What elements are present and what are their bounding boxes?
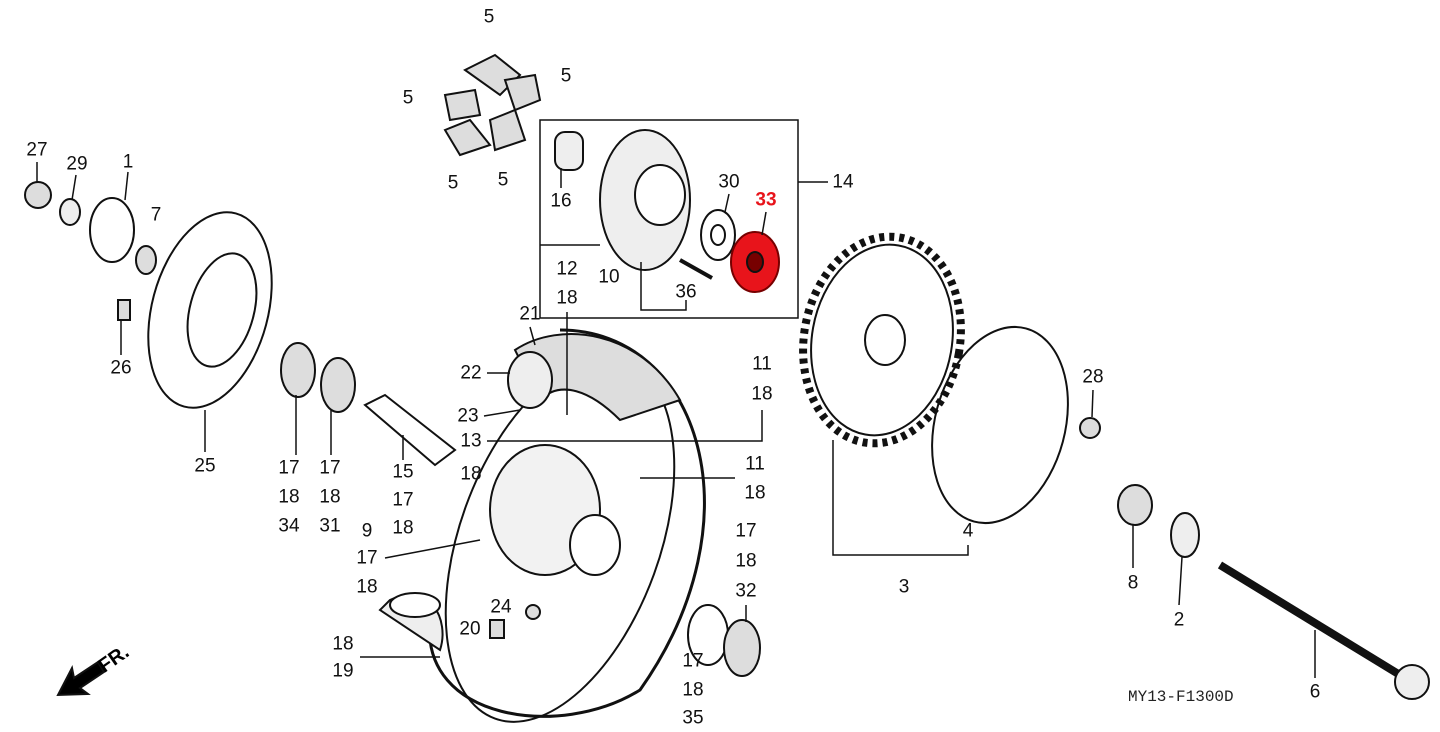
callout-36: 36 <box>675 281 697 303</box>
callout-18: 18 <box>751 383 773 405</box>
callout-32: 32 <box>735 580 757 602</box>
driven-flange <box>554 129 736 280</box>
callout-17: 17 <box>392 489 414 511</box>
callout-2: 2 <box>1173 609 1185 631</box>
callout-18: 18 <box>319 486 341 508</box>
callout-27: 27 <box>26 139 48 161</box>
leader-lines <box>36 162 1316 678</box>
callout-11: 11 <box>745 453 765 475</box>
callout-18: 18 <box>735 550 757 572</box>
callout-8: 8 <box>1127 572 1139 594</box>
left-side-parts <box>24 181 457 467</box>
callout-18: 18 <box>332 633 354 655</box>
callout-1: 1 <box>122 151 134 173</box>
callout-18: 18 <box>356 576 378 598</box>
callout-28: 28 <box>1082 366 1104 388</box>
callout-26: 26 <box>110 357 132 379</box>
o-ring <box>931 325 1069 525</box>
callout-30: 30 <box>718 171 740 193</box>
callout-18: 18 <box>744 482 766 504</box>
callout-17: 17 <box>735 520 757 542</box>
callout-33-highlighted[interactable]: 33 <box>755 189 777 211</box>
callout-18: 18 <box>556 287 578 309</box>
rear-wheel <box>378 328 761 723</box>
callout-9: 9 <box>361 520 373 542</box>
driven-sprocket <box>799 232 965 448</box>
highlighted-part-33 <box>730 231 780 293</box>
callout-35: 35 <box>682 707 704 729</box>
callout-20: 20 <box>459 618 481 640</box>
callout-18: 18 <box>682 679 704 701</box>
callout-18: 18 <box>278 486 300 508</box>
callout-19: 19 <box>332 660 354 682</box>
callout-5: 5 <box>402 87 414 109</box>
right-side-parts <box>1079 417 1430 700</box>
callout-11: 11 <box>752 353 772 375</box>
callout-17: 17 <box>682 650 704 672</box>
callout-25: 25 <box>194 455 216 477</box>
front-arrow-icon <box>56 660 106 697</box>
callout-6: 6 <box>1309 681 1321 703</box>
callout-5: 5 <box>497 169 509 191</box>
callout-7: 7 <box>150 204 162 226</box>
callout-10: 10 <box>598 266 620 288</box>
callout-13: 13 <box>460 430 482 452</box>
callout-17: 17 <box>319 457 341 479</box>
callout-17: 17 <box>356 547 378 569</box>
callout-5: 5 <box>560 65 572 87</box>
callout-23: 23 <box>457 405 479 427</box>
callout-24: 24 <box>490 596 512 618</box>
callout-3: 3 <box>898 576 910 598</box>
callout-22: 22 <box>460 362 482 384</box>
callout-14: 14 <box>832 171 854 193</box>
callout-15: 15 <box>392 461 414 483</box>
callout-17: 17 <box>278 457 300 479</box>
callout-18: 18 <box>392 517 414 539</box>
callout-29: 29 <box>66 153 88 175</box>
callout-21: 21 <box>519 303 541 325</box>
damper-rubbers <box>443 53 542 157</box>
callout-4: 4 <box>962 520 974 542</box>
drawing-code: MY13-F1300D <box>1128 688 1234 706</box>
callout-34: 34 <box>278 515 300 537</box>
callout-5: 5 <box>483 6 495 28</box>
callout-16: 16 <box>550 190 572 212</box>
callout-18: 18 <box>460 463 482 485</box>
assembly-box-14 <box>539 119 799 319</box>
callout-12: 12 <box>556 258 578 280</box>
callout-31: 31 <box>319 515 341 537</box>
callout-5: 5 <box>447 172 459 194</box>
